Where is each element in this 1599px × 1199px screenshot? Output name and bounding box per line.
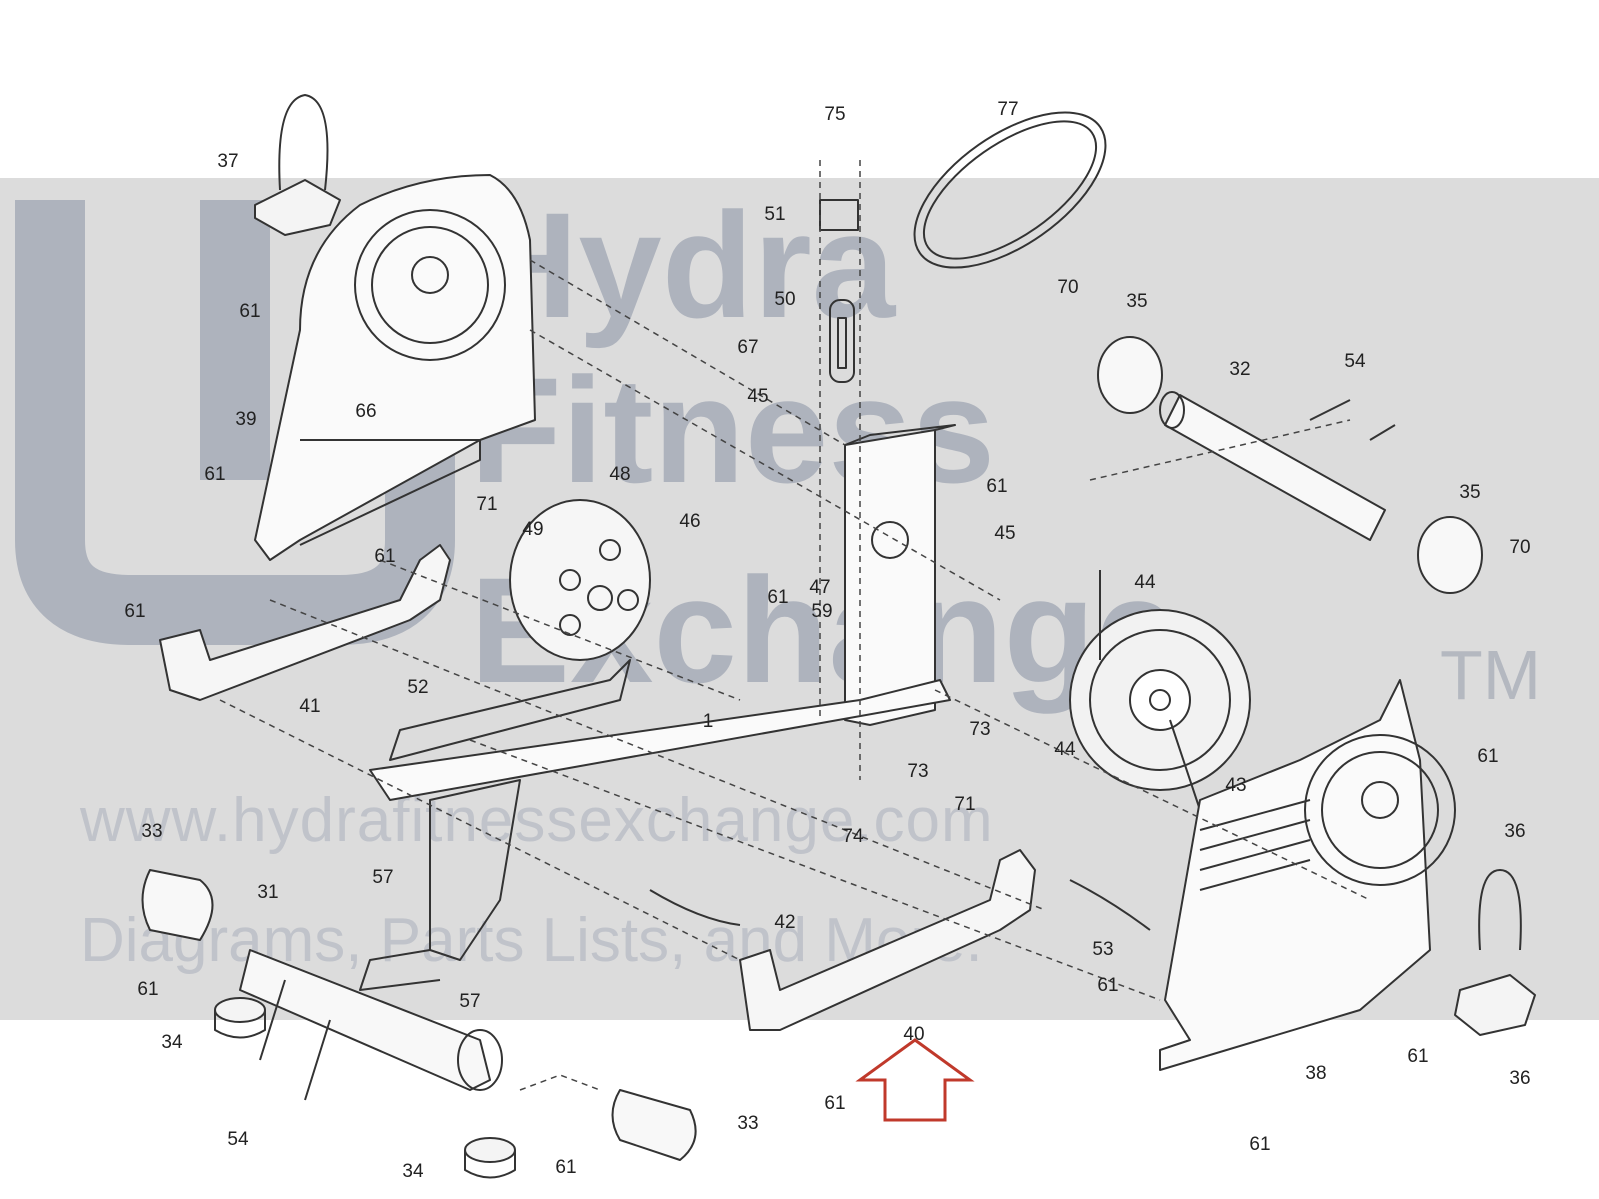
callout-c73a: 73 <box>969 719 991 740</box>
callout-c38: 38 <box>1305 1063 1327 1084</box>
callout-c71a: 71 <box>476 494 498 515</box>
callout-c77: 77 <box>997 99 1019 120</box>
roller-35-lower <box>1417 516 1483 594</box>
knob-34-right <box>464 1137 516 1179</box>
callout-c61e: 61 <box>767 587 789 608</box>
idler-bracket <box>829 299 855 383</box>
callout-c59: 59 <box>811 601 833 622</box>
end-cap-33-right <box>611 1089 697 1161</box>
callout-c36a: 36 <box>1504 821 1526 842</box>
watermark-url: www.hydrafitnessexchange.com <box>80 786 994 855</box>
callout-c57a: 57 <box>372 867 394 888</box>
callout-c53: 53 <box>1092 939 1114 960</box>
callout-c61b: 61 <box>204 464 226 485</box>
bolts-54-upper <box>1309 399 1396 441</box>
magnet-51 <box>819 199 859 231</box>
pedal-strap-left <box>254 94 341 236</box>
callout-c31: 31 <box>257 882 279 903</box>
callout-c52: 52 <box>407 677 429 698</box>
pedal-strap-right <box>1454 869 1536 1036</box>
upright-post <box>844 424 956 726</box>
main-frame <box>359 659 951 991</box>
callout-c33b: 33 <box>737 1113 759 1134</box>
callout-c49: 49 <box>522 519 544 540</box>
end-cap-33-left <box>141 869 214 941</box>
callout-c61k: 61 <box>1407 1046 1429 1067</box>
watermark-trademark: TM <box>1440 636 1542 714</box>
front-stabilizer <box>739 849 1036 1031</box>
callout-c73b: 73 <box>907 761 929 782</box>
callout-c54b: 54 <box>227 1129 249 1150</box>
callout-c61h: 61 <box>1097 975 1119 996</box>
callout-c61m: 61 <box>1249 1134 1271 1155</box>
seat-post <box>239 949 503 1091</box>
callout-c43: 43 <box>1225 775 1247 796</box>
callout-c48: 48 <box>609 464 631 485</box>
callout-c61c: 61 <box>986 476 1008 497</box>
callout-c61a: 61 <box>239 301 261 322</box>
callout-c45b: 45 <box>994 523 1016 544</box>
callout-c35b: 35 <box>1459 482 1481 503</box>
callout-c40: 40 <box>903 1024 925 1045</box>
callout-c57b: 57 <box>459 991 481 1012</box>
callout-c42: 42 <box>774 912 796 933</box>
callout-c37: 37 <box>217 151 239 172</box>
crank-tube <box>1159 391 1386 541</box>
callout-c61g: 61 <box>1477 746 1499 767</box>
rear-stabilizer-left <box>159 544 451 701</box>
callout-c61d: 61 <box>374 546 396 567</box>
wire-42 <box>649 889 741 926</box>
callout-c61i: 61 <box>137 979 159 1000</box>
watermark-hydra: Hydra <box>470 181 896 349</box>
callout-c44b: 44 <box>1054 739 1076 760</box>
callout-c47: 47 <box>809 577 831 598</box>
callout-c75: 75 <box>824 104 846 125</box>
knob-34-left <box>214 997 266 1039</box>
callout-c70a: 70 <box>1057 277 1079 298</box>
callout-c45a: 45 <box>747 386 769 407</box>
callout-c54a: 54 <box>1344 351 1366 372</box>
callout-c70b: 70 <box>1509 537 1531 558</box>
callout-c50: 50 <box>774 289 796 310</box>
wire-53 <box>1069 879 1151 931</box>
callout-c33a: 33 <box>141 821 163 842</box>
right-shroud <box>1159 679 1456 1071</box>
watermark-tagline: Diagrams, Parts Lists, and More. <box>80 906 983 975</box>
bolts-54-lower <box>259 979 331 1101</box>
callout-c36b: 36 <box>1509 1068 1531 1089</box>
callout-c67: 67 <box>737 337 759 358</box>
callout-c32: 32 <box>1229 359 1251 380</box>
up-arrow-icon <box>855 1038 975 1122</box>
callout-c71b: 71 <box>954 794 976 815</box>
flywheel <box>1069 570 1251 811</box>
callout-c51: 51 <box>764 204 786 225</box>
callout-c74: 74 <box>842 826 864 847</box>
callout-c61l: 61 <box>555 1157 577 1178</box>
callout-c34b: 34 <box>402 1161 424 1182</box>
alignment-lines <box>219 160 1371 1091</box>
callout-c1: 1 <box>702 711 714 732</box>
callout-c39: 39 <box>235 409 257 430</box>
callout-c61j: 61 <box>824 1093 846 1114</box>
callout-c35a: 35 <box>1126 291 1148 312</box>
callout-c61f: 61 <box>124 601 146 622</box>
callout-c66: 66 <box>355 401 377 422</box>
callout-c46: 46 <box>679 511 701 532</box>
left-shroud <box>254 174 536 561</box>
callout-c34a: 34 <box>161 1032 183 1053</box>
callout-c44a: 44 <box>1134 572 1156 593</box>
callout-c41: 41 <box>299 696 321 717</box>
pulley-48 <box>509 499 651 661</box>
roller-35-upper <box>1097 336 1163 414</box>
drive-belt <box>913 111 1107 269</box>
